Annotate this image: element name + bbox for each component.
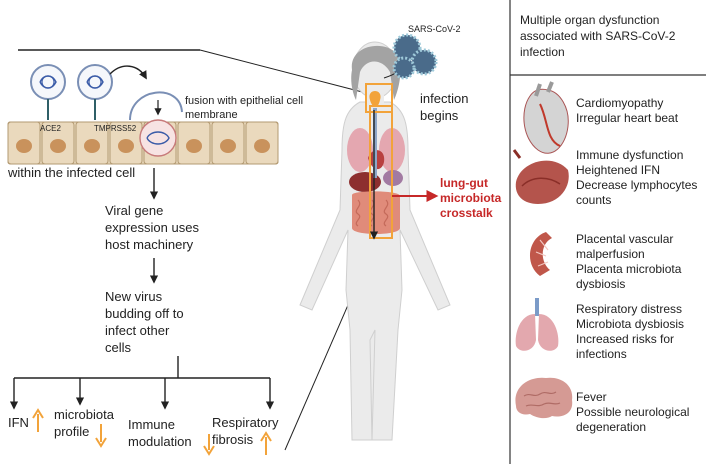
respiratory-up-arrow bbox=[260, 431, 272, 455]
header-line-2: associated with SARS-CoV-2 bbox=[520, 29, 676, 43]
outcome-respiratory-line: fibrosis bbox=[212, 432, 254, 447]
cell-nucleus bbox=[84, 139, 100, 153]
cell-nucleus bbox=[16, 139, 32, 153]
virus-particle-1 bbox=[30, 64, 66, 120]
outcome-microbiota-line: microbiota bbox=[54, 407, 114, 422]
crosstalk-label: lung-gut microbiota crosstalk bbox=[440, 176, 501, 221]
cell-nucleus bbox=[118, 139, 134, 153]
brain-icon bbox=[515, 377, 573, 419]
flow-step-1: Viral gene expression uses host machiner… bbox=[105, 202, 199, 253]
infection-label-line: infection bbox=[420, 91, 469, 106]
airway-highlight-box bbox=[369, 105, 393, 239]
brain-effects: Fever Possible neurological degeneration bbox=[576, 390, 689, 435]
header-line-3: infection bbox=[520, 45, 565, 59]
flow-step-2-line: infect other bbox=[105, 323, 170, 338]
flow-step-2-line: budding off to bbox=[105, 306, 184, 321]
cell-nucleus bbox=[254, 139, 270, 153]
lungs-icon bbox=[515, 298, 559, 351]
cell-nucleus bbox=[220, 139, 236, 153]
outcome-immune: Immune modulation bbox=[128, 416, 192, 450]
cell-nucleus bbox=[186, 139, 202, 153]
right-panel-header: Multiple organ dysfunction associated wi… bbox=[520, 12, 675, 60]
virus-particle-2 bbox=[77, 64, 113, 120]
connector-line-diagonal bbox=[199, 49, 371, 95]
flow-step-1-line: Viral gene bbox=[105, 203, 164, 218]
lungs-effect-line: Respiratory distress bbox=[576, 302, 683, 316]
outcome-microbiota-line: profile bbox=[54, 424, 90, 439]
fusion-label-line: membrane bbox=[185, 109, 238, 121]
flow-step-2-line: New virus bbox=[105, 289, 163, 304]
cell-nucleus bbox=[50, 139, 66, 153]
placenta-effect-line: malperfusion bbox=[576, 247, 645, 261]
placenta-effect-line: dysbiosis bbox=[576, 277, 626, 291]
sars-cov-2-label: SARS-CoV-2 bbox=[408, 24, 461, 34]
spleen-effect-line: Immune dysfunction bbox=[576, 148, 684, 162]
spleen-effects: Immune dysfunction Heightened IFN Decrea… bbox=[576, 148, 697, 208]
spleen-effect-line: counts bbox=[576, 193, 612, 207]
placenta-effects: Placental vascular malperfusion Placenta… bbox=[576, 232, 681, 292]
infection-label-line: begins bbox=[420, 108, 459, 123]
brain-effect-line: Possible neurological bbox=[576, 405, 690, 419]
header-line-1: Multiple organ dysfunction bbox=[520, 13, 660, 27]
spleen-effect-line: Heightened IFN bbox=[576, 163, 661, 177]
crosstalk-label-line: microbiota bbox=[440, 191, 502, 205]
crosstalk-label-line: crosstalk bbox=[440, 206, 493, 220]
spleen-icon bbox=[512, 149, 569, 204]
virus-fusion-particle bbox=[129, 91, 183, 157]
entry-arrow bbox=[109, 65, 147, 80]
outcome-microbiota: microbiota profile bbox=[54, 406, 114, 440]
ace2-label: ACE2 bbox=[40, 124, 61, 133]
heart-icon bbox=[523, 81, 569, 154]
outcome-immune-line: Immune bbox=[128, 417, 175, 432]
heart-effect-line: Cardiomyopathy bbox=[576, 96, 664, 110]
brain-effect-line: Fever bbox=[576, 390, 607, 404]
fusion-label: fusion with epithelial cell membrane bbox=[185, 94, 303, 122]
ifn-up-arrow bbox=[32, 408, 44, 432]
sars-cov-2-virus-icon bbox=[392, 33, 438, 80]
brain-effect-line: degeneration bbox=[576, 420, 647, 434]
placenta-effect-line: Placenta microbiota bbox=[576, 262, 682, 276]
lungs-effect-line: infections bbox=[576, 347, 627, 361]
flow-step-1-line: host machinery bbox=[105, 237, 194, 252]
immune-down-arrow bbox=[203, 434, 215, 456]
microbiota-down-arrow bbox=[95, 424, 107, 448]
placenta-effect-line: Placental vascular bbox=[576, 232, 674, 246]
outcome-respiratory: Respiratory fibrosis bbox=[212, 414, 278, 448]
outcome-immune-line: modulation bbox=[128, 434, 192, 449]
nasal-highlight-box bbox=[365, 83, 393, 113]
within-cell-label: within the infected cell bbox=[8, 165, 136, 180]
infection-begins-label: infection begins bbox=[420, 90, 468, 124]
lungs-effect-line: Increased risks for bbox=[576, 332, 675, 346]
heart-effect-line: Irregular heart beat bbox=[576, 111, 679, 125]
outcome-ifn: IFN bbox=[8, 415, 29, 430]
flow-step-2-line: cells bbox=[105, 340, 132, 355]
fusion-label-line: fusion with epithelial cell bbox=[185, 95, 304, 107]
placenta-icon bbox=[529, 232, 552, 276]
tmprss-label: TMPRSS52 bbox=[94, 124, 137, 133]
lungs-effects: Respiratory distress Microbiota dysbiosi… bbox=[576, 302, 684, 362]
heart-effects: Cardiomyopathy Irregular heart beat bbox=[576, 96, 678, 126]
lungs-effect-line: Microbiota dysbiosis bbox=[576, 317, 685, 331]
flow-step-1-line: expression uses bbox=[105, 220, 199, 235]
crosstalk-label-line: lung-gut bbox=[440, 176, 488, 190]
flow-step-2: New virus budding off to infect other ce… bbox=[105, 288, 184, 356]
spleen-effect-line: Decrease lymphocytes bbox=[576, 178, 698, 192]
outcome-respiratory-line: Respiratory bbox=[212, 415, 279, 430]
